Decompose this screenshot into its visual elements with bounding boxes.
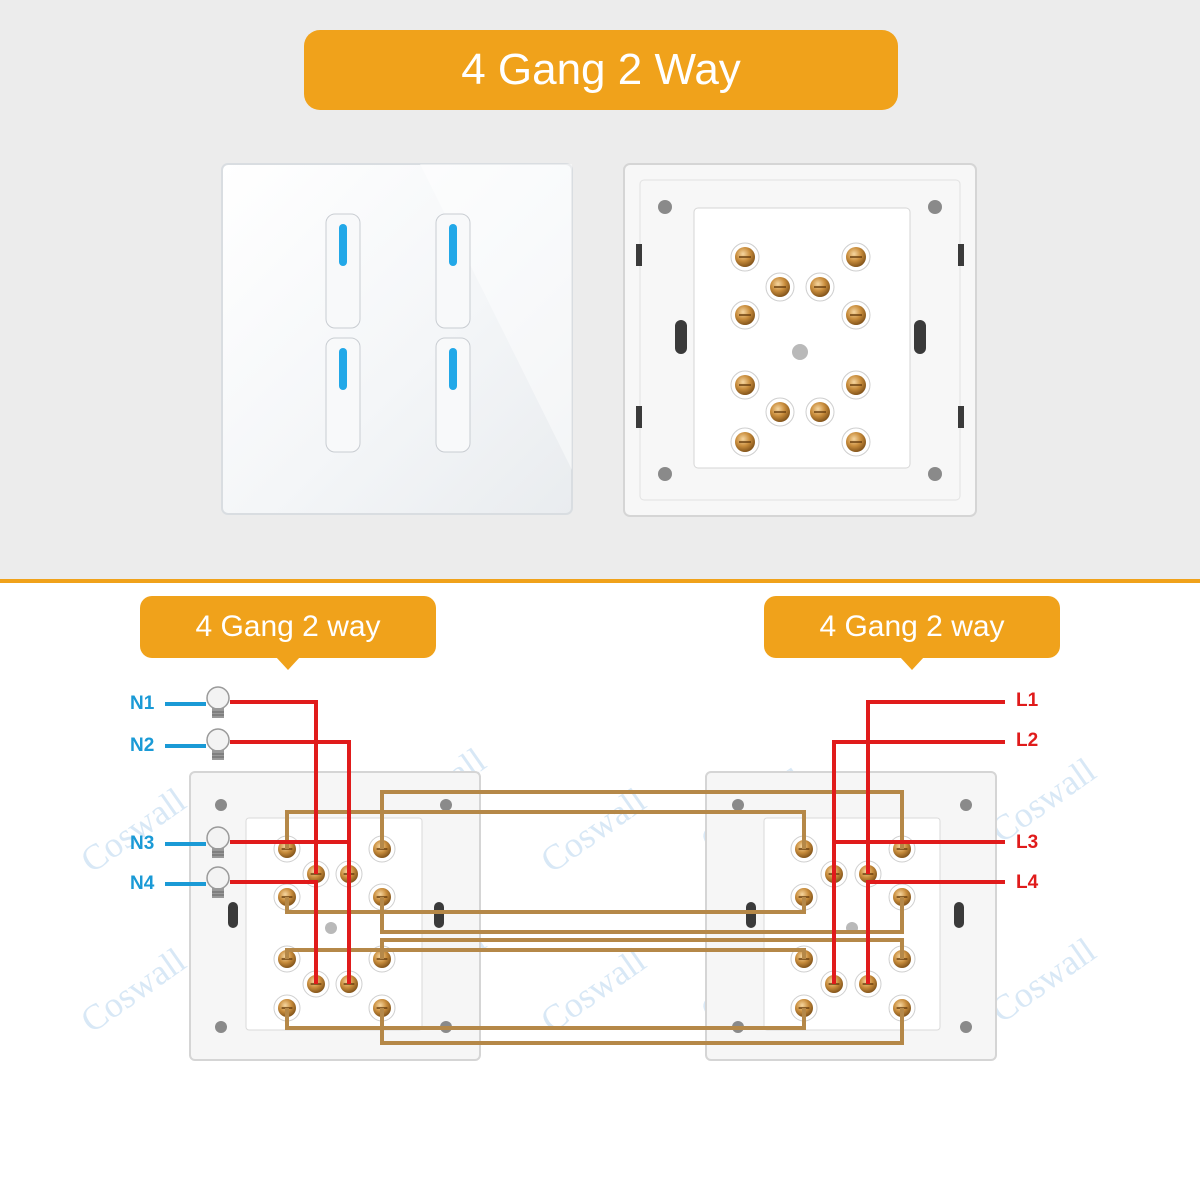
mounting-hole-icon (960, 799, 972, 811)
mounting-hole-icon (732, 799, 744, 811)
switch-front-panel (221, 163, 573, 515)
neutral-label-n3: N3 (130, 833, 155, 854)
screw-slot-icon (675, 320, 687, 354)
mounting-hole-icon (215, 799, 227, 811)
watermark-text: Coswall (73, 780, 193, 880)
product-photos (221, 163, 977, 517)
screw-terminal-icon (841, 427, 871, 457)
mounting-hole-icon (658, 200, 672, 214)
traveler-wires (285, 790, 904, 1045)
callout-right: 4 Gang 2 way (764, 596, 1060, 670)
neutral-label-n2: N2 (130, 735, 155, 756)
screw-terminal-icon (730, 370, 760, 400)
line-label-l4: L4 (1016, 872, 1039, 893)
indicator-light-icon (339, 348, 347, 390)
indicator-light-icon (449, 348, 457, 390)
section-divider (0, 579, 1200, 583)
screw-terminal-icon (805, 272, 835, 302)
screw-terminal-icon (730, 300, 760, 330)
screw-slot-icon (914, 320, 926, 354)
mounting-hole-icon (658, 467, 672, 481)
left-switch-rear (189, 771, 481, 1061)
watermark-text: Coswall (983, 930, 1103, 1030)
indicator-light-icon (449, 224, 457, 266)
page-title: 4 Gang 2 Way (304, 30, 898, 110)
rocker-button[interactable] (325, 337, 361, 453)
light-bulb-icon (206, 866, 230, 898)
mounting-hole-icon (928, 467, 942, 481)
watermark-text: Coswall (73, 940, 193, 1040)
line-label-l1: L1 (1016, 690, 1039, 711)
watermark-text: Coswall (533, 940, 653, 1040)
callout-left: 4 Gang 2 way (140, 596, 436, 670)
rocker-button[interactable] (435, 337, 471, 453)
neutral-label-n4: N4 (130, 873, 155, 894)
mounting-hole-icon (215, 1021, 227, 1033)
rocker-button[interactable] (325, 213, 361, 329)
screw-terminal-icon (841, 370, 871, 400)
watermark-text: Coswall (533, 780, 653, 880)
mounting-hole-icon (440, 799, 452, 811)
screw-terminal-icon (730, 427, 760, 457)
switch-rear-panel (623, 163, 977, 517)
right-switch-rear (705, 771, 997, 1061)
line-label-l3: L3 (1016, 832, 1039, 853)
screw-terminal-icon (730, 242, 760, 272)
indicator-light-icon (339, 224, 347, 266)
light-bulb-icon (206, 728, 230, 760)
light-bulb-icon (206, 686, 230, 718)
light-bulb-icon (206, 826, 230, 858)
screw-terminal-icon (841, 242, 871, 272)
screw-terminal-icon (765, 272, 795, 302)
center-screw-icon (792, 344, 808, 360)
rocker-button[interactable] (435, 213, 471, 329)
load-wires (230, 700, 1005, 984)
watermark-text: Coswall (983, 750, 1103, 850)
mounting-hole-icon (960, 1021, 972, 1033)
screw-terminal-icon (841, 300, 871, 330)
mounting-hole-icon (928, 200, 942, 214)
neutral-wires (165, 702, 206, 886)
line-label-l2: L2 (1016, 730, 1039, 751)
screw-terminal-icon (765, 397, 795, 427)
neutral-label-n1: N1 (130, 693, 155, 714)
screw-terminal-icon (805, 397, 835, 427)
